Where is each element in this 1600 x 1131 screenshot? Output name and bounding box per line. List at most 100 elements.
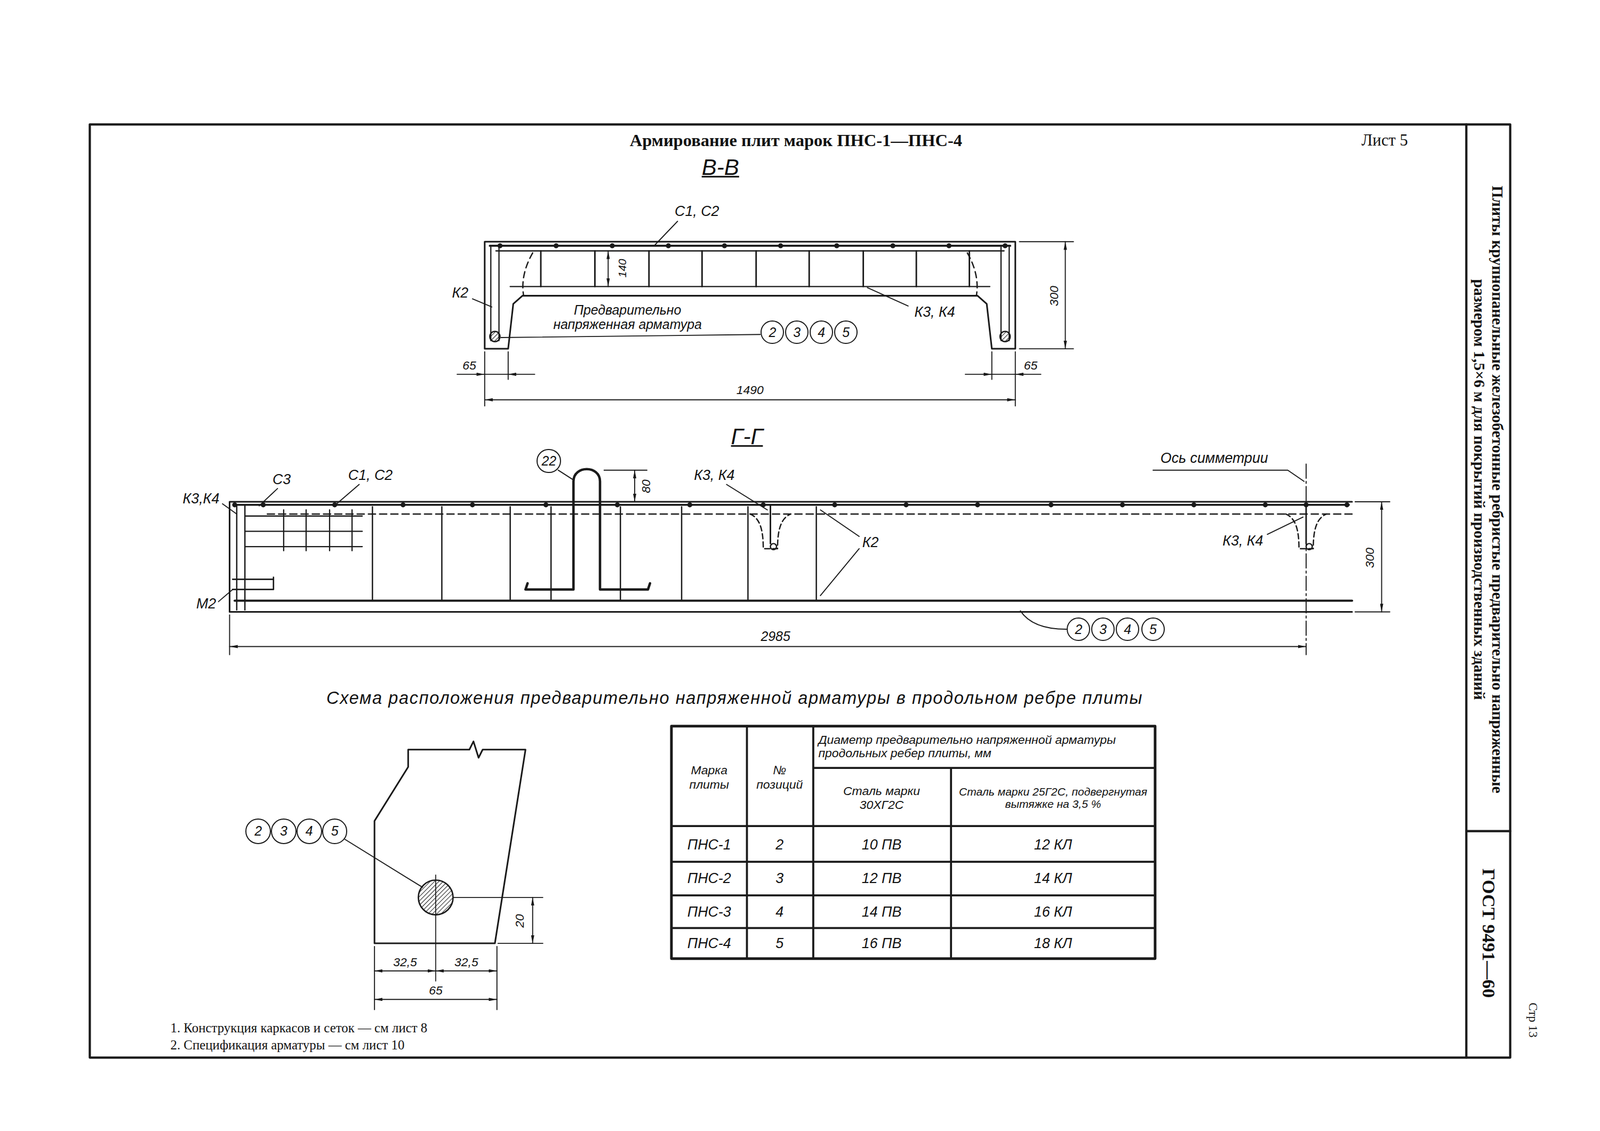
section-bb-dimensions — [992, 373, 1016, 375]
section-gg-rebar — [525, 469, 650, 590]
callout-number: 3 — [1099, 621, 1107, 638]
caption: Схема расположения предварительно напряж… — [324, 688, 1146, 709]
section-gg-dimensions — [604, 469, 647, 471]
section-gg-rebar — [688, 502, 692, 507]
dimension: 32,5 — [452, 954, 480, 969]
table-grid — [671, 726, 1156, 959]
dimension: 80 — [638, 477, 653, 496]
table-cell: ПНС-1 — [685, 836, 733, 853]
callout-number: 3 — [280, 823, 288, 839]
sheet-frame — [1466, 124, 1510, 1058]
callout-number: 22 — [541, 453, 557, 469]
leader-line — [259, 488, 278, 507]
part-label: С3 — [270, 470, 293, 488]
section-gg-outline — [229, 464, 1352, 655]
rib-detail — [374, 943, 543, 1010]
leader-line — [1020, 611, 1067, 630]
section-gg-rebar — [1345, 502, 1349, 507]
section-gg-dimensions — [229, 646, 1306, 648]
section-bb-rebar — [490, 246, 1010, 341]
section-bb-dimensions — [457, 241, 1074, 406]
part-label: К3,К4 — [180, 490, 222, 508]
section-gg-rebar — [975, 502, 980, 507]
section-gg-rebar — [1304, 502, 1309, 507]
section-bb-dimensions — [1064, 241, 1066, 349]
section-title: Г-Г — [729, 423, 765, 450]
rib-detail — [374, 970, 436, 972]
section-gg-outline — [267, 513, 1352, 515]
section-gg-rebar — [833, 502, 837, 507]
table-header: Сталь марки 30ХГ2С — [820, 783, 943, 812]
table-cell: ПНС-4 — [685, 935, 733, 952]
callout-circle: 22 — [536, 449, 562, 474]
leader-line — [558, 470, 573, 480]
note-text: 2. Спецификация арматуры — см лист 10 — [168, 1037, 407, 1054]
part-label: С1, С2 — [346, 467, 395, 484]
table-cell: 16 ПВ — [859, 935, 904, 952]
table-grid — [671, 726, 1156, 959]
table-header: № позиций — [747, 763, 812, 792]
table-cell: 3 — [773, 869, 786, 887]
section-gg-rebar — [1192, 502, 1196, 507]
callout-circle: 3 — [270, 818, 297, 845]
axis-label: Ось симметрии — [1158, 449, 1271, 467]
section-gg-rebar — [232, 577, 274, 590]
section-gg-rebar — [233, 502, 237, 507]
table-cell: 14 ПВ — [859, 903, 904, 920]
section-gg-outline — [229, 501, 1352, 613]
sheet-frame — [89, 124, 1510, 1058]
section-bb-dimensions — [965, 373, 992, 375]
section-gg-rebar — [1049, 502, 1053, 507]
callout-circle: 4 — [1115, 617, 1140, 642]
section-bb-dimensions — [508, 373, 535, 375]
section-bb-dimensions — [484, 399, 1016, 401]
leader-line — [654, 221, 678, 245]
table-cell: ПНС-3 — [685, 903, 733, 920]
rib-detail — [435, 970, 498, 972]
callout-number: 3 — [793, 324, 801, 341]
rib-detail — [345, 839, 423, 888]
leader-line — [472, 298, 492, 307]
section-bb-rebar — [489, 244, 1011, 247]
section-bb-rebar — [554, 243, 558, 248]
dimension: 2985 — [758, 628, 793, 645]
section-bb-rebar — [489, 243, 1011, 342]
sheet-title: Армирование плит марок ПНС-1—ПНС-4 — [627, 130, 965, 151]
section-title: В-В — [699, 154, 742, 180]
callout-circle: 2 — [1066, 617, 1091, 642]
section-bb-rebar — [498, 243, 502, 248]
section-bb-dimensions — [484, 352, 1016, 406]
dimension: 65 — [1021, 357, 1040, 372]
leader-line — [820, 509, 860, 596]
section-bb-dimensions — [607, 250, 609, 287]
leader-line — [218, 589, 233, 602]
dimension: 65 — [460, 357, 479, 372]
callout-number: 5 — [331, 823, 339, 839]
section-gg-rebar — [401, 502, 405, 507]
callout-number: 5 — [1149, 621, 1157, 638]
rib-detail — [374, 998, 498, 1000]
table-cell: 12 КЛ — [1032, 836, 1075, 853]
section-bb-rebar — [496, 250, 1005, 287]
callout-text: Предварительно напряженная арматура — [540, 302, 715, 332]
table-cell: 2 — [773, 836, 786, 853]
callout-circle: 4 — [296, 818, 323, 845]
callout-circle: 5 — [322, 818, 348, 845]
section-bb-outline — [522, 252, 978, 295]
callout-number: 4 — [817, 324, 826, 341]
callout-number: 2 — [254, 823, 262, 839]
table-cell: 18 КЛ — [1032, 935, 1075, 952]
table-cell: 10 ПВ — [859, 836, 904, 853]
dimension: 1490 — [734, 382, 766, 397]
section-gg-dimensions — [634, 470, 636, 502]
callout-number: 4 — [305, 823, 314, 839]
section-gg-dimensions — [229, 470, 1390, 655]
section-bb-rebar — [1000, 331, 1011, 342]
callout-number: 2 — [1074, 621, 1083, 638]
part-label: К3, К4 — [691, 467, 737, 484]
leader-line — [1153, 470, 1304, 482]
section-bb-dimensions — [484, 373, 509, 375]
section-gg-rebar — [1306, 543, 1312, 550]
section-gg-dimensions — [1381, 501, 1383, 613]
